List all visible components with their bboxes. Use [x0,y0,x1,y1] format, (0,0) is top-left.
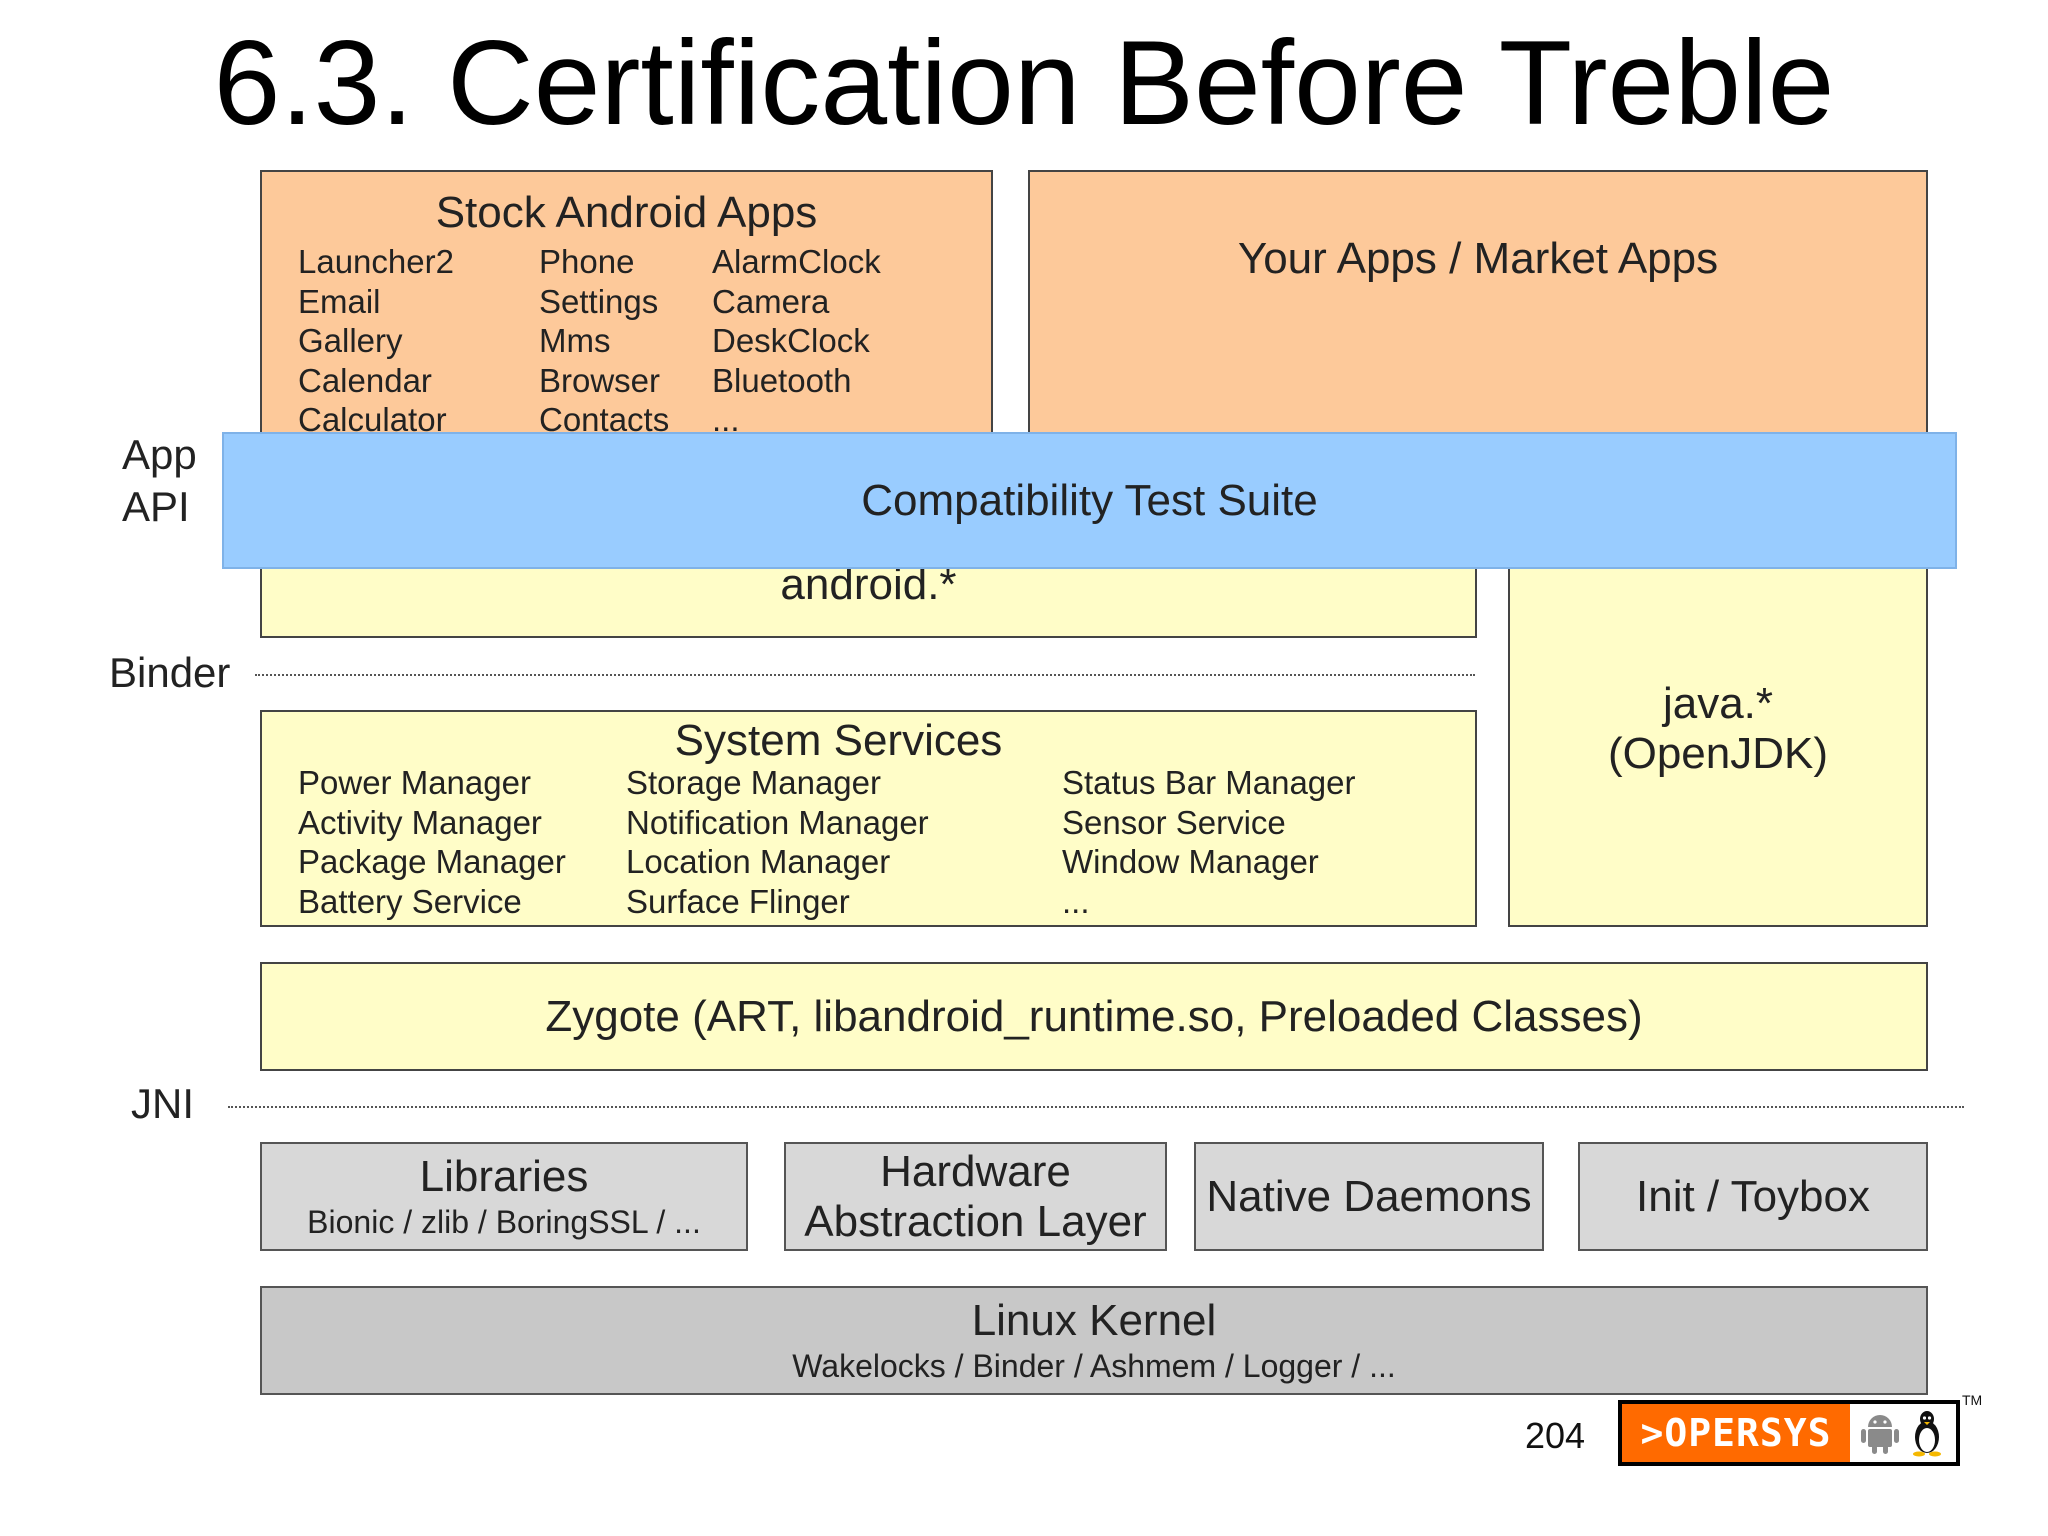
list-item: Package Manager [298,843,566,880]
opersys-logo: >OPERSYS [1618,1400,1960,1466]
java-label: java.* [1662,678,1774,728]
slide-title: 6.3. Certification Before Treble [213,16,1835,150]
list-item: Mms [539,322,611,359]
stock-android-apps-box: Stock Android Apps Launcher2 Email Galle… [260,170,993,438]
zygote-label: Zygote (ART, libandroid_runtime.so, Prel… [545,991,1643,1041]
stock-apps-heading: Stock Android Apps [435,188,818,237]
list-item: Phone [539,243,635,280]
list-item: ... [1062,882,1090,920]
linux-kernel-box: Linux Kernel Wakelocks / Binder / Ashmem… [260,1286,1928,1395]
list-item: Surface Flinger [626,882,850,920]
list-item: Power Manager [298,764,531,801]
openjdk-label: (OpenJDK) [1607,728,1829,778]
stock-apps-col-1: Launcher2 Email Gallery Calendar Calcula… [298,242,454,440]
system-services-box: System Services Power Manager Activity M… [260,710,1477,927]
jni-divider [228,1106,1964,1108]
list-item: Email [298,282,381,320]
binder-label: Binder [109,649,231,696]
api-label: API [122,483,190,530]
hal-label-line-1: Hardware [880,1146,1071,1196]
list-item: Contacts [539,401,670,438]
page-number: 204 [1525,1415,1586,1456]
list-item: Notification Manager [626,803,929,841]
libraries-label: Libraries [419,1151,589,1201]
jni-label: JNI [131,1080,194,1127]
list-item: Camera [712,282,830,320]
list-item: Settings [539,282,659,320]
logo-text: >OPERSYS [1622,1404,1850,1462]
list-item: Status Bar Manager [1062,764,1356,801]
list-item: Launcher2 [298,243,454,280]
init-toybox-box: Init / Toybox [1578,1142,1928,1251]
system-services-col-2: Storage Manager Notification Manager Loc… [626,763,929,921]
list-item: Activity Manager [298,803,542,841]
list-item: Browser [539,361,661,399]
hal-label-line-2: Abstraction Layer [804,1196,1147,1246]
system-services-heading: System Services [674,716,1003,765]
tux-penguin-icon [1912,1411,1941,1457]
libraries-box: Libraries Bionic / zlib / BoringSSL / ..… [260,1142,748,1251]
libraries-sub-label: Bionic / zlib / BoringSSL / ... [307,1203,701,1240]
list-item: DeskClock [712,322,870,359]
zygote-box: Zygote (ART, libandroid_runtime.so, Prel… [260,962,1928,1071]
system-services-col-1: Power Manager Activity Manager Package M… [298,763,566,921]
stock-apps-col-2: Phone Settings Mms Browser Contacts [539,242,669,440]
list-item: Sensor Service [1062,803,1286,841]
list-item: Gallery [298,322,403,359]
cts-label: Compatibility Test Suite [861,475,1318,525]
binder-divider [255,674,1475,676]
java-openjdk-box: java.* (OpenJDK) [1508,540,1928,927]
native-daemons-box: Native Daemons [1194,1142,1544,1251]
hal-box: Hardware Abstraction Layer [784,1142,1167,1251]
your-apps-box: Your Apps / Market Apps [1028,170,1928,438]
linux-kernel-sub-label: Wakelocks / Binder / Ashmem / Logger / .… [792,1347,1396,1384]
list-item: ... [712,401,740,438]
list-item: Battery Service [298,882,522,920]
list-item: Storage Manager [626,764,881,801]
init-toybox-label: Init / Toybox [1636,1171,1870,1221]
linux-kernel-label: Linux Kernel [971,1295,1217,1345]
stock-apps-col-3: AlarmClock Camera DeskClock Bluetooth ..… [712,242,881,440]
list-item: Bluetooth [712,361,852,399]
system-services-col-3: Status Bar Manager Sensor Service Window… [1062,763,1356,921]
android-icon [1860,1415,1899,1454]
list-item: Window Manager [1062,843,1319,880]
trademark-mark: TM [1962,1392,1983,1408]
your-apps-label: Your Apps / Market Apps [1237,234,1719,283]
app-label: App [122,431,197,478]
native-daemons-label: Native Daemons [1206,1171,1532,1221]
compatibility-test-suite-bar: Compatibility Test Suite [222,432,1957,569]
list-item: Calculator [298,401,447,438]
list-item: Calendar [298,361,432,399]
list-item: AlarmClock [712,243,881,280]
list-item: Location Manager [626,843,891,880]
